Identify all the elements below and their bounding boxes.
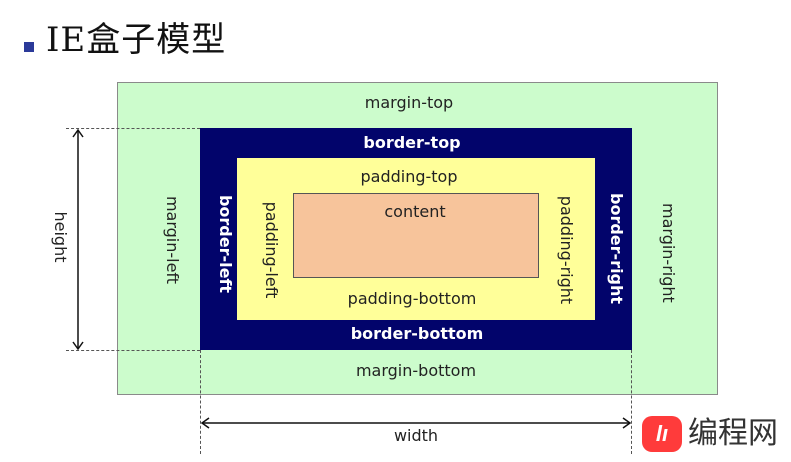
- margin-left-label: margin-left: [163, 195, 182, 285]
- height-arrow: [72, 128, 84, 351]
- padding-right-label: padding-right: [557, 195, 576, 305]
- padding-top-label: padding-top: [360, 167, 458, 186]
- content-area: [293, 193, 539, 278]
- border-bottom-label: border-bottom: [350, 324, 484, 343]
- margin-right-label: margin-right: [659, 203, 678, 303]
- watermark-logo-icon: lı: [642, 416, 682, 452]
- margin-top-label: margin-top: [364, 93, 454, 112]
- page-title: IE盒子模型: [46, 20, 227, 60]
- content-label: content: [384, 202, 446, 221]
- title-bullet: [24, 42, 34, 52]
- width-label: width: [393, 426, 439, 445]
- margin-bottom-label: margin-bottom: [355, 361, 477, 380]
- width-left-guide: [200, 350, 201, 454]
- width-arrow: [200, 417, 632, 429]
- width-right-guide: [631, 350, 632, 454]
- height-bottom-guide: [66, 350, 200, 351]
- padding-left-label: padding-left: [262, 201, 281, 299]
- padding-bottom-label: padding-bottom: [347, 289, 477, 308]
- border-top-label: border-top: [363, 133, 461, 152]
- border-right-label: border-right: [607, 193, 626, 305]
- border-left-label: border-left: [216, 194, 235, 294]
- height-label: height: [51, 211, 70, 263]
- height-top-guide: [66, 128, 200, 129]
- watermark-text: 编程网: [688, 416, 778, 451]
